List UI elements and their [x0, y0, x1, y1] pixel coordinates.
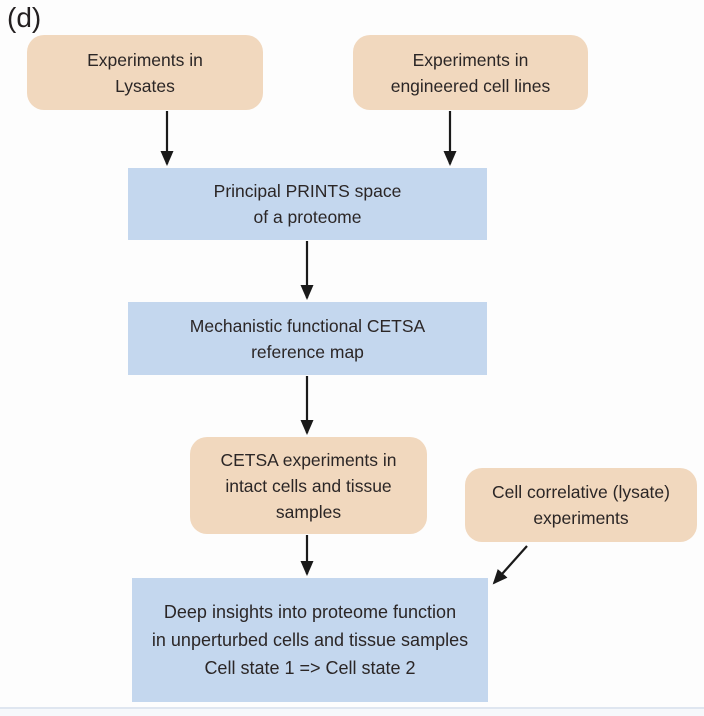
node-text: in unperturbed cells and tissue samples	[151, 630, 469, 650]
node-text: engineered cell lines	[390, 75, 551, 96]
node-cetsa-experiments-intact-cells: CETSA experiments in intact cells and ti…	[190, 437, 427, 534]
node-text: CETSA experiments in	[220, 449, 397, 470]
node-text: Mechanistic functional CETSA	[189, 315, 426, 336]
figure-bottom-divider	[0, 707, 704, 716]
node-text: intact cells and tissue	[225, 475, 392, 496]
arrow-correlative-to-insights	[492, 545, 528, 585]
node-text: Deep insights into proteome function	[163, 602, 457, 622]
node-text: samples	[275, 501, 342, 522]
node-text: reference map	[251, 341, 364, 362]
node-text: of a proteome	[253, 207, 362, 227]
node-deep-insights-proteome-function: Deep insights into proteome function in …	[132, 578, 488, 702]
node-cell-correlative-lysate-experiments: Cell correlative (lysate) experiments	[465, 468, 697, 542]
node-text: Experiments in	[87, 49, 203, 70]
panel-label: (d)	[7, 2, 42, 33]
node-mechanistic-functional-cetsa-reference-map: Mechanistic functional CETSA reference m…	[128, 302, 487, 375]
node-text: experiments	[533, 508, 629, 528]
node-text: Experiments in	[412, 49, 529, 70]
node-principal-prints-space: Principal PRINTS space of a proteome	[128, 168, 487, 240]
node-text: Lysates	[115, 75, 175, 96]
node-experiments-in-engineered-cell-lines: Experiments in engineered cell lines	[353, 35, 588, 110]
node-text: Principal PRINTS space	[213, 181, 402, 201]
node-experiments-in-lysates: Experiments in Lysates	[27, 35, 263, 110]
node-text: Cell state 1 => Cell state 2	[204, 658, 416, 678]
node-text: Cell correlative (lysate)	[492, 482, 670, 502]
